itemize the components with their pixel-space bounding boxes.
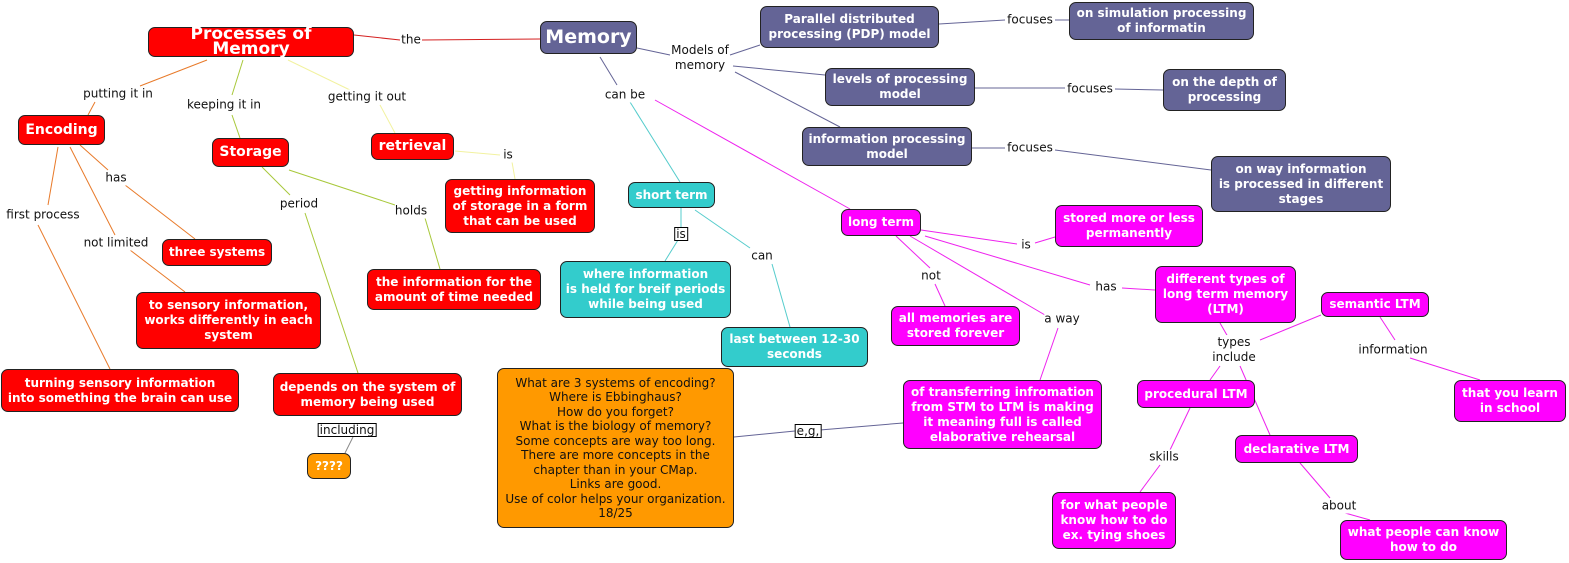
link-label: e,g, — [794, 424, 822, 438]
link-label: keeping it in — [186, 97, 262, 113]
node-short-term[interactable]: short term — [628, 182, 715, 208]
link-label: has — [1095, 279, 1117, 295]
node-learn-in-school[interactable]: that you learn in school — [1454, 380, 1566, 422]
link-label: skills — [1149, 449, 1179, 465]
node-turning-sensory[interactable]: turning sensory information into somethi… — [1, 369, 239, 412]
link-label: focuses — [1007, 12, 1053, 28]
link-label: is — [674, 227, 688, 241]
link-label: can — [751, 248, 773, 264]
link-label: has — [105, 170, 127, 186]
node-stored-permanently[interactable]: stored more or less permanently — [1055, 205, 1203, 247]
node-three-systems[interactable]: three systems — [162, 239, 272, 266]
link-label: first process — [6, 207, 80, 223]
link-label: including — [317, 423, 377, 437]
link-label: Models of memory — [671, 43, 729, 73]
node-levels-of-processing[interactable]: levels of processing model — [825, 68, 975, 106]
feedback-note[interactable]: What are 3 systems of encoding? Where is… — [497, 368, 734, 528]
node-processed-stages[interactable]: on way information is processed in diffe… — [1211, 156, 1391, 212]
node-depends-on-system[interactable]: depends on the system of memory being us… — [273, 373, 462, 416]
node-can-know-how[interactable]: what people can know how to do — [1340, 520, 1507, 560]
node-information-processing[interactable]: information processing model — [802, 127, 972, 166]
node-unknown[interactable]: ???? — [307, 453, 351, 479]
node-pdp-model[interactable]: Parallel distributed processing (PDP) mo… — [760, 6, 939, 48]
link-label: information — [1358, 342, 1428, 358]
node-information-time-needed[interactable]: the information for the amount of time n… — [367, 269, 541, 310]
link-label: the — [401, 32, 421, 48]
node-memory[interactable]: Memory — [540, 21, 637, 54]
node-processes-of-memory[interactable]: Processes of Memory — [148, 26, 354, 58]
link-label: is — [503, 147, 513, 163]
link-label: not limited — [83, 235, 149, 251]
node-simulation[interactable]: on simulation processing of informatin — [1069, 2, 1254, 40]
link-label: focuses — [1007, 140, 1053, 156]
link-label: focuses — [1067, 81, 1113, 97]
link-label: putting it in — [83, 86, 153, 102]
node-where-information-held[interactable]: where information is held for breif peri… — [560, 261, 731, 318]
link-label: getting it out — [327, 89, 407, 105]
node-getting-information[interactable]: getting information of storage in a form… — [445, 179, 595, 233]
link-label: a way — [1044, 311, 1080, 327]
node-all-memories[interactable]: all memories are stored forever — [891, 306, 1020, 346]
node-depth-of-processing[interactable]: on the depth of processing — [1163, 69, 1286, 111]
link-label: not — [921, 268, 941, 284]
node-types-of-ltm[interactable]: different types of long term memory (LTM… — [1155, 266, 1296, 323]
node-long-term[interactable]: long term — [841, 209, 921, 236]
link-label: about — [1321, 498, 1357, 514]
node-sensory-information[interactable]: to sensory information, works differentl… — [136, 292, 321, 349]
link-label: can be — [604, 87, 646, 103]
node-elaborative-rehearsal[interactable]: of transferring infromation from STM to … — [903, 380, 1102, 449]
node-retrieval[interactable]: retrieval — [371, 133, 454, 160]
link-label: is — [1021, 237, 1031, 253]
node-last-12-30-seconds[interactable]: last between 12-30 seconds — [721, 327, 868, 367]
node-storage[interactable]: Storage — [212, 138, 289, 167]
link-label: types include — [1212, 335, 1256, 365]
node-encoding[interactable]: Encoding — [18, 115, 105, 145]
link-label: holds — [394, 203, 428, 219]
node-procedural-ltm[interactable]: procedural LTM — [1137, 380, 1255, 408]
node-know-how-to-do[interactable]: for what people know how to do ex. tying… — [1052, 492, 1176, 549]
node-semantic-ltm[interactable]: semantic LTM — [1321, 292, 1429, 317]
node-declarative-ltm[interactable]: declarative LTM — [1235, 435, 1358, 463]
link-label: period — [279, 196, 319, 212]
